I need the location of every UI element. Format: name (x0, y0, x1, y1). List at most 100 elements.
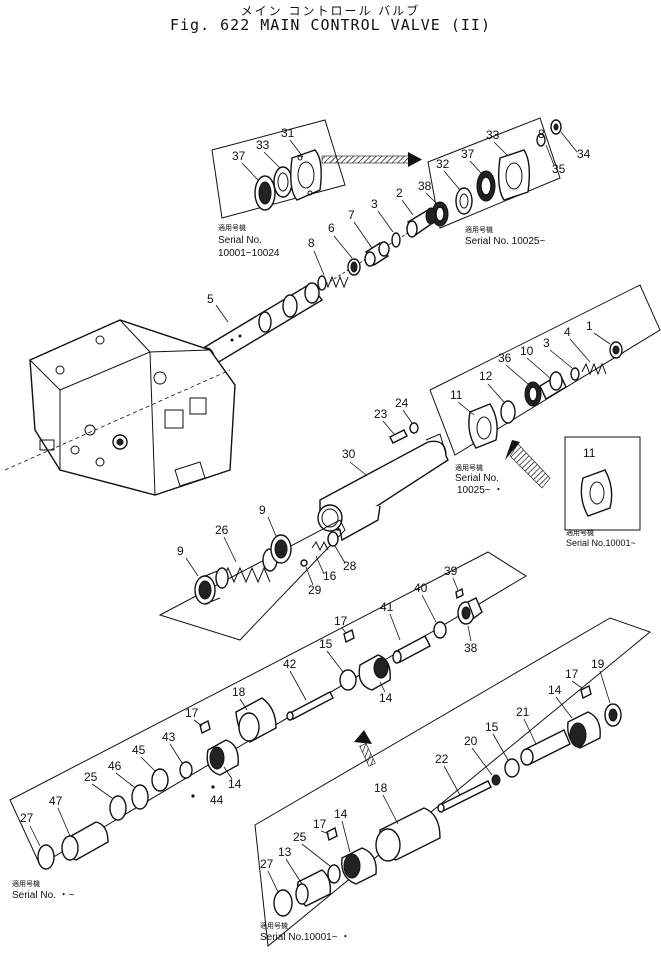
part-13-plug (295, 869, 332, 907)
label-38b: 38 (464, 641, 478, 655)
part-27a-ring (37, 844, 55, 870)
part-12-ring (500, 400, 516, 424)
label-17a: 17 (334, 614, 348, 628)
part-37-gear (476, 170, 496, 202)
label-17b: 17 (185, 706, 199, 720)
label-9b: 9 (259, 503, 266, 517)
part-18b-sleeve (375, 807, 441, 862)
label-21: 21 (516, 705, 530, 719)
label-45: 45 (132, 743, 146, 757)
label-36: 36 (498, 351, 512, 365)
label-8a: 8 (538, 127, 545, 141)
serial-label-top-left: Serial No. (218, 235, 262, 246)
inset-mid-left: 9 26 9 16 28 29 (158, 503, 357, 641)
serial-label-mid-center: Serial No. (455, 473, 499, 484)
label-47: 47 (49, 794, 63, 808)
serial-label-mid-right: Serial No.10001~ (566, 538, 636, 548)
part-14d-body (341, 847, 377, 885)
serial-label-bottom-left: Serial No. ・~ (12, 890, 75, 901)
serial-jp-mid-right: 適用号機 (566, 528, 594, 537)
part-9a-cup (194, 569, 221, 605)
label-38a: 38 (418, 179, 432, 193)
part-25b-oring (327, 864, 341, 884)
label-42: 42 (283, 657, 297, 671)
label-16: 16 (323, 569, 337, 583)
part-10-plug (539, 371, 567, 401)
label-25a: 25 (84, 770, 98, 784)
part-22-rod (437, 780, 492, 813)
part-38-ring (431, 201, 449, 227)
label-18a: 18 (232, 685, 246, 699)
serial-jp-top-right: 適用号機 (465, 225, 493, 234)
label-30: 30 (342, 447, 356, 461)
part-17c-plug (580, 684, 592, 700)
part-45-ring (151, 768, 169, 792)
label-18b: 18 (374, 781, 388, 795)
inset-mid-right-chain: 1 4 3 10 36 11 12 適用号機 Serial No. 10025~… (429, 284, 661, 496)
label-27a: 27 (20, 811, 34, 825)
part-43-washer (179, 761, 193, 779)
label-14c: 14 (548, 683, 562, 697)
label-37: 37 (232, 149, 246, 163)
part-14a-body (358, 654, 391, 691)
part-29-ball (300, 559, 308, 567)
arrow-top (321, 152, 422, 167)
part-19-cap (604, 703, 622, 727)
inset-mid-right: 11 適用号機 Serial No.10001~ (564, 436, 641, 548)
label-40: 40 (414, 581, 428, 595)
part-42-rod (286, 691, 334, 721)
serial-range-top-left: 10001~10024 (218, 248, 280, 259)
part-4-spring (581, 362, 607, 376)
label-22: 22 (435, 752, 449, 766)
part-6-seat (347, 258, 361, 276)
part-32-ring (455, 187, 473, 215)
part-39-pin (455, 587, 464, 600)
part-20-washer (491, 774, 501, 786)
label-7: 7 (348, 208, 355, 222)
figure-title: Fig. 622 MAIN CONTROL VALVE (II) (170, 16, 491, 34)
label-41: 41 (380, 600, 394, 614)
part-14c-body (567, 711, 601, 749)
part-21-shaft (520, 729, 571, 766)
serial-jp-bottom-left: 適用号機 (12, 879, 40, 888)
label-15b: 15 (485, 720, 499, 734)
part-47-sleeve (61, 821, 109, 861)
label-2: 2 (396, 186, 403, 200)
part-15a-disc (339, 669, 357, 691)
part-3-oring (391, 232, 401, 248)
inset-top-left: 37 33 31 適用号機 Serial No. 10001~10024 (211, 119, 346, 259)
label-15a: 15 (319, 637, 333, 651)
arrow-lower (354, 730, 376, 767)
label-6: 6 (328, 221, 335, 235)
part-33-flange (497, 149, 531, 201)
label-14a: 14 (379, 691, 393, 705)
inset-top-right: 32 37 33 8 34 35 適用号機 Serial No. 10025~ (427, 117, 591, 247)
part-18a-sleeve (235, 697, 277, 743)
label-4: 4 (564, 325, 571, 339)
label-9a: 9 (177, 544, 184, 558)
part-8-spring (317, 275, 349, 291)
label-26: 26 (215, 523, 229, 537)
label-14b: 14 (228, 777, 242, 791)
part-46-ring (131, 784, 149, 810)
label-43: 43 (162, 730, 176, 744)
label-23: 23 (374, 407, 388, 421)
label-11b: 11 (583, 446, 596, 460)
serial-jp-top-left: 適用号機 (218, 223, 246, 232)
part-27b-ring (273, 889, 293, 917)
part-41-shaft (392, 635, 431, 664)
label-3b: 3 (543, 336, 550, 350)
part-9b-cup (270, 534, 292, 564)
part-23-bolt (389, 429, 408, 444)
arrow-mid (505, 440, 551, 489)
label-20: 20 (464, 734, 478, 748)
serial-jp-bottom-right: 適用号機 (260, 921, 288, 930)
part-15b-disc (504, 758, 520, 778)
label-25b: 25 (293, 830, 307, 844)
part-24-washer (409, 422, 419, 434)
label-13: 13 (278, 845, 292, 859)
label-10: 10 (520, 344, 534, 358)
part-17b-plug (199, 719, 211, 735)
label-27b: 27 (260, 857, 274, 871)
